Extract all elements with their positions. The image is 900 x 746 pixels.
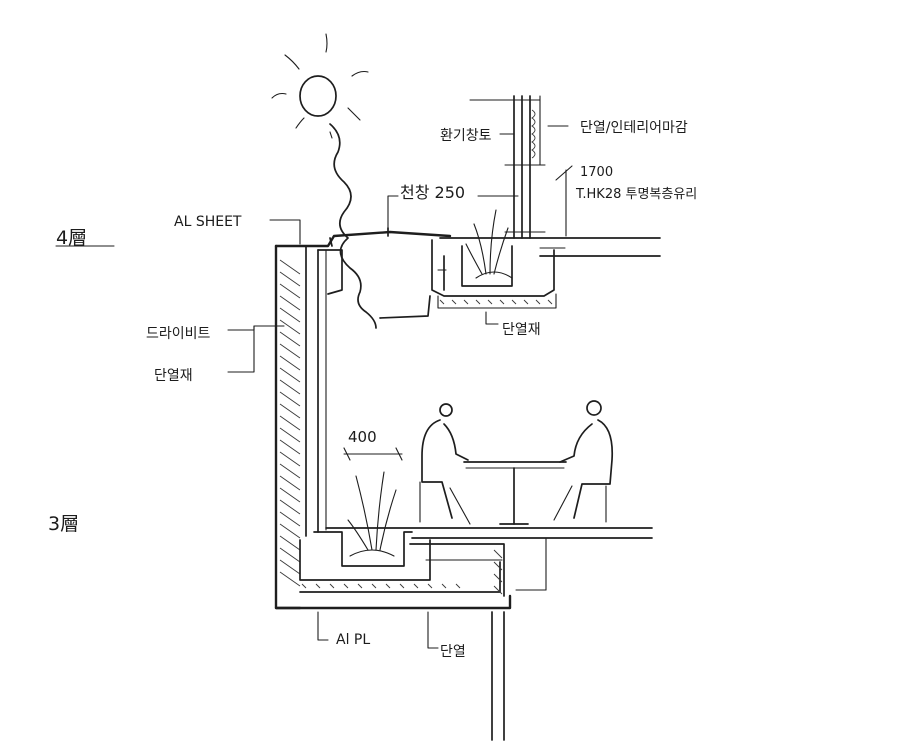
floor-label-upper: 4層 [56, 227, 87, 249]
upper-floor-slab [439, 237, 661, 257]
lower-planter [274, 531, 512, 610]
label-insulation-lower: 단열 [440, 644, 466, 660]
label-vent-frame: 환기창토 [440, 128, 492, 144]
label-glass-dim: 1700 [580, 165, 613, 180]
floor-label-lower: 3層 [48, 513, 79, 535]
support-column [491, 611, 505, 741]
sun-icon [271, 33, 369, 139]
label-glass-spec: T.HK28 투명복층유리 [575, 187, 697, 202]
upper-glazing [469, 95, 546, 239]
label-insulation-finish: 단열/인테리어마감 [580, 120, 688, 136]
planter-grass-icon [347, 471, 397, 551]
seated-person-icon [419, 403, 471, 525]
label-dim-400: 400 [348, 428, 377, 446]
label-top-window: 천창 250 [400, 183, 465, 202]
label-drywall: 드라이비트 [146, 326, 211, 342]
label-insulation-upper: 단열재 [502, 322, 541, 338]
label-al-sheet: AL SHEET [174, 214, 242, 230]
sunlight-ray [329, 123, 377, 329]
label-insulation-wall: 단열재 [154, 368, 193, 384]
planter-grass-icon [465, 209, 509, 275]
leader-lines [227, 125, 573, 649]
dimension-line-400 [343, 447, 403, 461]
skylight-roof [274, 227, 452, 248]
exterior-wall [274, 244, 343, 610]
label-al-pl: Al PL [336, 632, 370, 648]
upper-planter [431, 239, 557, 309]
seated-person-icon [553, 400, 614, 523]
cafe-table [463, 461, 567, 525]
light-reflector [379, 295, 431, 319]
lower-floor-slab [325, 527, 653, 591]
